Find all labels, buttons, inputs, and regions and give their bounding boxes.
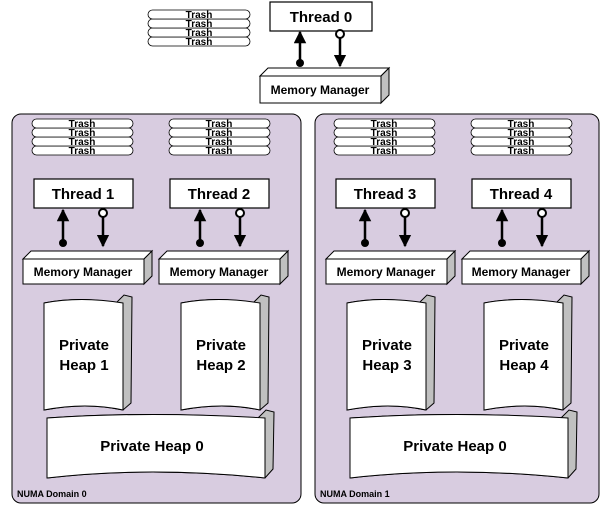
- trash-stack: Trash Trash Trash Trash: [470, 118, 573, 157]
- unit-thread-1: Trash Trash Trash Trash Thread 1 Memory …: [21, 118, 154, 411]
- trash-label: Trash: [508, 128, 535, 139]
- memory-manager-label: Memory Manager: [170, 265, 269, 279]
- arrow-source-circle: [400, 208, 410, 218]
- memory-manager-label: Memory Manager: [472, 265, 571, 279]
- heap-label-line2: Heap 3: [362, 357, 411, 374]
- thread-0-box: Thread 0: [269, 1, 373, 32]
- trash-stack: Trash Trash Trash Trash: [31, 118, 134, 157]
- trash-stack: Trash Trash Trash Trash: [168, 118, 271, 157]
- heap-label-line1: Private: [499, 337, 549, 354]
- memory-manager-top: Memory Manager: [258, 66, 391, 105]
- unit-thread-3: Trash Trash Trash Trash Thread 3 Memory …: [324, 118, 457, 411]
- thread-label: Thread 3: [354, 186, 417, 203]
- numa-domain-label: NUMA Domain 1: [320, 489, 390, 499]
- trash-label: Trash: [508, 119, 535, 130]
- shared-private-heap-0: Private Heap 0: [46, 409, 275, 479]
- trash-label: Trash: [371, 137, 398, 148]
- shared-heap-label: Private Heap 0: [403, 438, 506, 455]
- thread-box: Thread 1: [33, 178, 134, 209]
- trash-label: Trash: [69, 146, 96, 157]
- shared-private-heap-1: Private Heap 0: [349, 409, 578, 479]
- arrow-source-circle: [98, 208, 108, 218]
- memory-manager-label: Memory Manager: [271, 83, 370, 97]
- heap-label-line1: Private: [362, 337, 412, 354]
- arrow-source-circle: [235, 208, 245, 218]
- thread-box: Thread 3: [335, 178, 436, 209]
- trash-stack-top: Trash Trash Trash Trash: [147, 9, 251, 48]
- heap-label-line1: Private: [59, 337, 109, 354]
- trash-label: Trash: [508, 146, 535, 157]
- trash-label: Trash: [508, 137, 535, 148]
- arrow-source-dot: [59, 239, 67, 247]
- thread-label: Thread 2: [188, 186, 251, 203]
- private-heap: Private Heap 2: [180, 294, 270, 411]
- memory-manager-label: Memory Manager: [34, 265, 133, 279]
- trash-label: Trash: [206, 128, 233, 139]
- memory-manager: Memory Manager: [460, 249, 591, 286]
- heap-label-line2: Heap 1: [59, 357, 108, 374]
- trash-label: Trash: [371, 128, 398, 139]
- trash-label: Trash: [206, 119, 233, 130]
- trash-label: Trash: [186, 28, 213, 39]
- arrow-source-dot: [296, 59, 304, 67]
- memory-manager: Memory Manager: [157, 249, 290, 286]
- heap-label-line1: Private: [196, 337, 246, 354]
- memory-manager: Memory Manager: [324, 249, 457, 286]
- heap-label-line2: Heap 2: [196, 357, 245, 374]
- trash-label: Trash: [69, 137, 96, 148]
- arrow-source-dot: [498, 239, 506, 247]
- heap-label-line2: Heap 4: [499, 357, 549, 374]
- thread-label: Thread 1: [52, 186, 115, 203]
- arrow-source-dot: [196, 239, 204, 247]
- trash-label: Trash: [186, 10, 213, 21]
- private-heap: Private Heap 3: [346, 294, 436, 411]
- trash-stack: Trash Trash Trash Trash: [333, 118, 436, 157]
- memory-manager: Memory Manager: [21, 249, 154, 286]
- trash-label: Trash: [371, 119, 398, 130]
- trash-label: Trash: [186, 37, 213, 48]
- trash-label: Trash: [206, 137, 233, 148]
- memory-manager-label: Memory Manager: [337, 265, 436, 279]
- thread-label: Thread 0: [290, 9, 353, 26]
- trash-label: Trash: [69, 119, 96, 130]
- thread-label: Thread 4: [490, 186, 553, 203]
- trash-label: Trash: [186, 19, 213, 30]
- trash-label: Trash: [371, 146, 398, 157]
- arrow-source-circle: [537, 208, 547, 218]
- shared-heap-label: Private Heap 0: [100, 438, 203, 455]
- top-arrows: [293, 29, 347, 68]
- unit-thread-2: Trash Trash Trash Trash Thread 2 Memory …: [157, 118, 290, 411]
- trash-label: Trash: [206, 146, 233, 157]
- private-heap: Private Heap 1: [43, 294, 133, 411]
- private-heap: Private Heap 4: [483, 294, 573, 411]
- arrow-source-dot: [361, 239, 369, 247]
- unit-thread-4: Trash Trash Trash Trash Thread 4 Memory …: [460, 118, 591, 411]
- trash-label: Trash: [69, 128, 96, 139]
- thread-box: Thread 4: [471, 178, 572, 209]
- thread-box: Thread 2: [169, 178, 270, 209]
- numa-domain-label: NUMA Domain 0: [17, 489, 87, 499]
- arrow-source-circle: [335, 29, 345, 39]
